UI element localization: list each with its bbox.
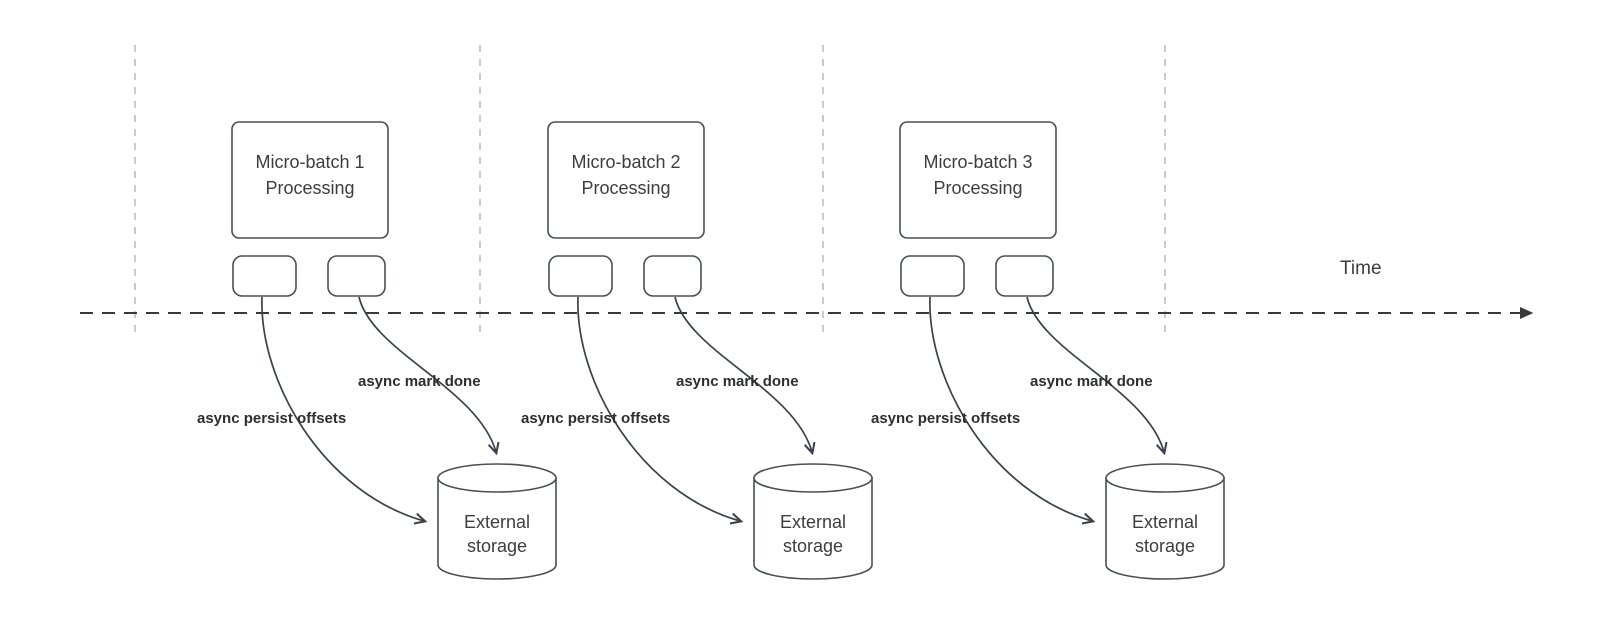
microbatch-group-3: Micro-batch 3 Processing async persist o… <box>871 121 1225 580</box>
persist-offsets-label-2: async persist offsets <box>521 410 670 427</box>
mark-done-rect-3b <box>995 255 1054 297</box>
offset-commit-rect-1a <box>232 255 297 297</box>
mark-done-arrow-2 <box>674 296 816 456</box>
storage-label-line1-1: External <box>464 512 530 532</box>
storage-label-line2-1: storage <box>467 536 527 556</box>
storage-cylinder-top-2 <box>753 463 873 493</box>
microbatch-2-processing-box <box>547 121 705 239</box>
storage-cylinder-body-3 <box>1105 477 1225 580</box>
external-storage-cylinder-3: External storage <box>1105 463 1225 580</box>
persist-offsets-label-1: async persist offsets <box>197 410 346 427</box>
microbatch-1-title-line2: Processing <box>265 178 354 198</box>
storage-cylinder-top-1 <box>437 463 557 493</box>
persist-offsets-arrow-1 <box>261 296 428 525</box>
offset-commit-rect-3a <box>900 255 965 297</box>
microbatch-2-title-line2: Processing <box>581 178 670 198</box>
microbatch-1-title-line1: Micro-batch 1 <box>255 152 364 172</box>
mark-done-arrow-3 <box>1026 296 1168 456</box>
microbatch-1-processing-box <box>231 121 389 239</box>
microbatch-3-title-line1: Micro-batch 3 <box>923 152 1032 172</box>
microbatch-group-2: Micro-batch 2 Processing async persist o… <box>521 121 873 580</box>
microbatch-3-processing-box <box>899 121 1057 239</box>
storage-label-line1-2: External <box>780 512 846 532</box>
storage-label-line2-3: storage <box>1135 536 1195 556</box>
mark-done-arrow-1 <box>358 296 500 456</box>
time-axis-label: Time <box>1340 258 1382 279</box>
storage-cylinder-body-1 <box>437 477 557 580</box>
mark-done-label-3: async mark done <box>1030 373 1153 390</box>
mark-done-rect-2b <box>643 255 702 297</box>
persist-offsets-arrow-2 <box>577 296 744 525</box>
external-storage-cylinder-2: External storage <box>753 463 873 580</box>
storage-cylinder-top-3 <box>1105 463 1225 493</box>
storage-label-line1-3: External <box>1132 512 1198 532</box>
persist-offsets-label-3: async persist offsets <box>871 410 1020 427</box>
mark-done-rect-1b <box>327 255 386 297</box>
microbatch-3-title-line2: Processing <box>933 178 1022 198</box>
external-storage-cylinder-1: External storage <box>437 463 557 580</box>
microbatch-2-title-line1: Micro-batch 2 <box>571 152 680 172</box>
storage-label-line2-2: storage <box>783 536 843 556</box>
storage-cylinder-body-2 <box>753 477 873 580</box>
offset-commit-rect-2a <box>548 255 613 297</box>
mark-done-label-2: async mark done <box>676 373 799 390</box>
persist-offsets-arrow-3 <box>929 296 1096 525</box>
microbatch-group-1: Micro-batch 1 Processing async persist o… <box>197 121 557 580</box>
mark-done-label-1: async mark done <box>358 373 481 390</box>
